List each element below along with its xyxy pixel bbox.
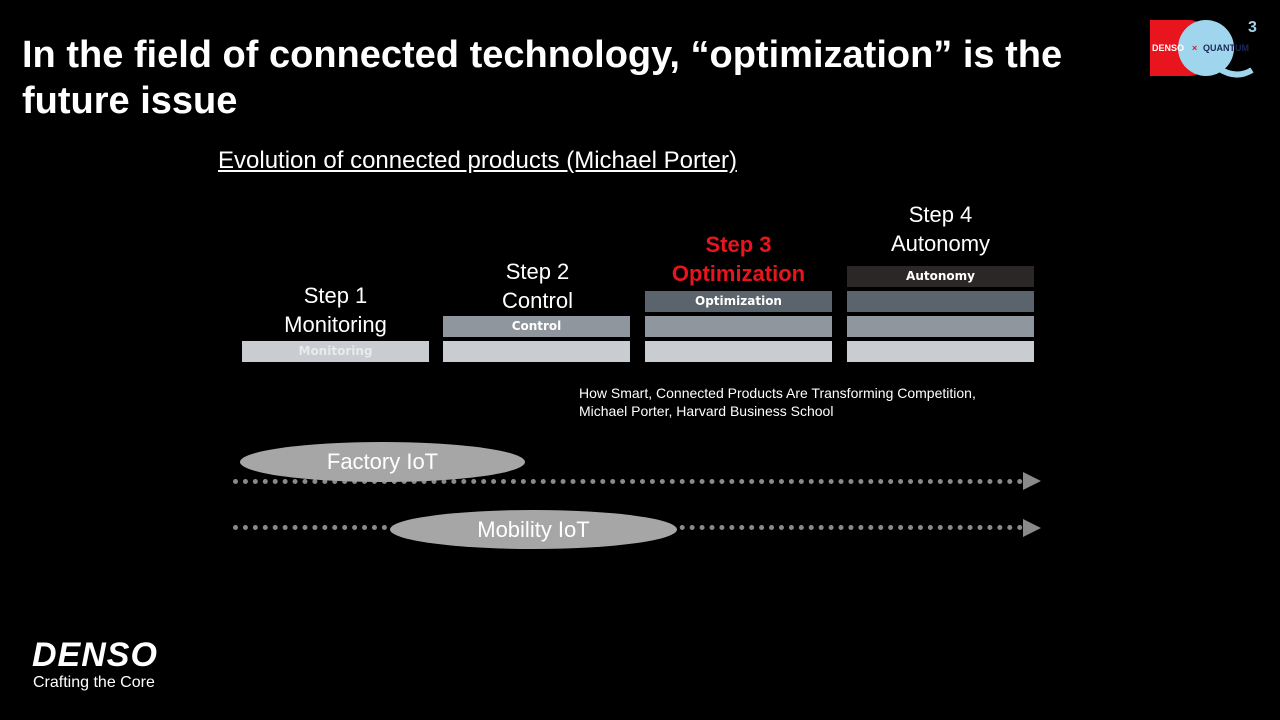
citation: How Smart, Connected Products Are Transf…	[579, 384, 976, 420]
step-name: Control	[502, 288, 573, 313]
svg-text:DENSO: DENSO	[1152, 43, 1184, 53]
monitoring-bar	[645, 341, 832, 362]
arrow-head-icon	[1023, 519, 1041, 537]
control-bar	[645, 316, 832, 337]
autonomy-bar: Autonomy	[847, 266, 1034, 287]
step-number: Step 1	[303, 283, 368, 308]
step-number: Step 4	[908, 202, 973, 227]
step-name: Optimization	[671, 261, 806, 286]
svg-text:×: ×	[1192, 43, 1197, 53]
step-name: Monitoring	[284, 312, 387, 337]
step-name: Autonomy	[890, 231, 991, 256]
monitoring-bar: Monitoring	[242, 341, 429, 362]
step-4-label: Step 4 Autonomy	[847, 200, 1034, 258]
citation-line: Michael Porter, Harvard Business School	[579, 403, 834, 419]
step-3-label: Step 3 Optimization	[645, 230, 832, 288]
tagline: Crafting the Core	[33, 674, 155, 691]
factory-iot-ellipse: Factory IoT	[240, 442, 525, 482]
step-number: Step 2	[505, 259, 570, 284]
monitoring-bar	[443, 341, 630, 362]
step-number: Step 3	[705, 232, 772, 257]
optimization-bar	[847, 291, 1034, 312]
step-2-label: Step 2 Control	[444, 257, 631, 315]
slide-title: In the field of connected technology, “o…	[22, 34, 1063, 122]
diagram-subtitle: Evolution of connected products (Michael…	[218, 147, 737, 174]
control-bar: Control	[443, 316, 630, 337]
monitoring-bar	[847, 341, 1034, 362]
svg-text:QUANTUM: QUANTUM	[1203, 43, 1249, 53]
arrow-head-icon	[1023, 472, 1041, 490]
mobility-iot-ellipse: Mobility IoT	[390, 510, 677, 549]
citation-line: How Smart, Connected Products Are Transf…	[579, 385, 976, 401]
svg-text:3: 3	[1248, 19, 1257, 36]
denso-quantum-logo: 3 DENSO × QUANTUM	[1150, 19, 1257, 78]
optimization-bar: Optimization	[645, 291, 832, 312]
step-1-label: Step 1 Monitoring	[242, 281, 429, 339]
control-bar	[847, 316, 1034, 337]
factory-iot-timeline	[233, 479, 1023, 484]
denso-logo: DENSO	[32, 636, 158, 674]
